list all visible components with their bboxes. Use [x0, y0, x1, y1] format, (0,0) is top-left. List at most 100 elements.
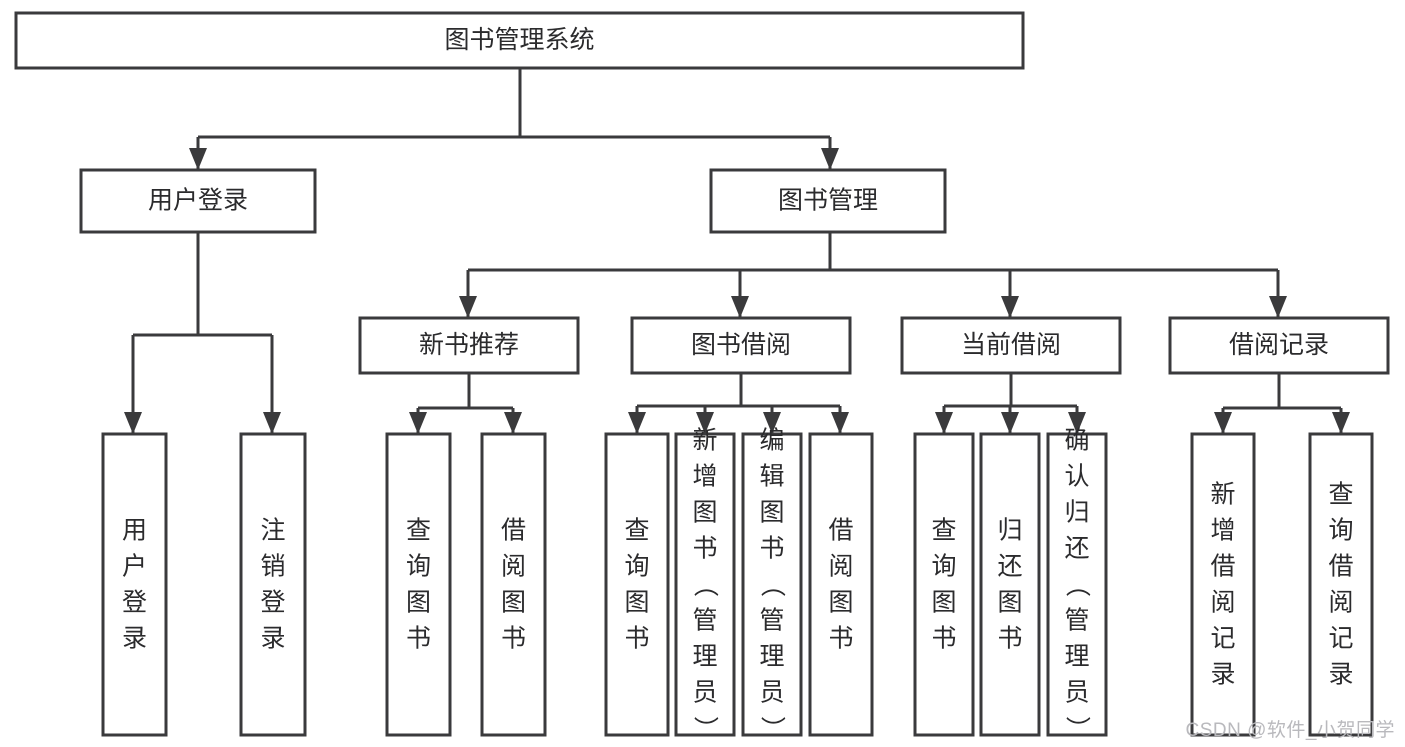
svg-text:询: 询: [406, 553, 431, 581]
node-book-borrow[interactable]: 图书借阅: [630, 316, 852, 375]
svg-text:）: ）: [758, 716, 786, 741]
svg-text:书: 书: [501, 625, 526, 653]
svg-text:询: 询: [1328, 517, 1353, 545]
svg-text:辑: 辑: [759, 463, 784, 491]
edge-book-borrow-to-leaves: [628, 373, 849, 434]
svg-text:员: 员: [1064, 679, 1089, 707]
svg-text:管: 管: [759, 607, 784, 635]
svg-text:登: 登: [122, 589, 147, 617]
svg-text:书: 书: [828, 625, 853, 653]
svg-text:管: 管: [692, 607, 717, 635]
svg-text:录: 录: [122, 625, 147, 653]
node-leaf-user-login[interactable]: 用户登录: [101, 432, 168, 737]
node-label: 用户登录: [122, 517, 147, 653]
connector-layer: [124, 68, 1350, 434]
node-label: 图书管理系统: [444, 26, 594, 54]
svg-text:（: （: [1063, 572, 1091, 597]
svg-text:记: 记: [1210, 625, 1235, 653]
svg-text:书: 书: [759, 535, 784, 563]
svg-text:录: 录: [260, 625, 285, 653]
svg-text:增: 增: [1210, 517, 1235, 545]
svg-text:图: 图: [997, 589, 1022, 617]
svg-text:归: 归: [997, 517, 1022, 545]
svg-text:用: 用: [122, 517, 147, 545]
node-user-login[interactable]: 用户登录: [79, 168, 317, 234]
svg-text:图: 图: [828, 589, 853, 617]
edge-book-management-to-level3: [459, 232, 1287, 318]
svg-text:查: 查: [624, 517, 649, 545]
node-new-book-recommend[interactable]: 新书推荐: [358, 316, 580, 375]
svg-text:书: 书: [997, 625, 1022, 653]
node-borrow-record[interactable]: 借阅记录: [1168, 316, 1390, 375]
svg-text:员: 员: [759, 679, 784, 707]
svg-text:借: 借: [828, 517, 853, 545]
svg-text:归: 归: [1064, 499, 1089, 527]
svg-text:阅: 阅: [828, 553, 853, 581]
svg-text:书: 书: [692, 535, 717, 563]
svg-text:增: 增: [692, 463, 717, 491]
svg-text:图: 图: [501, 589, 526, 617]
svg-text:注: 注: [260, 517, 285, 545]
svg-text:理: 理: [692, 643, 717, 671]
svg-text:新: 新: [1210, 481, 1235, 509]
node-label: 图书管理: [778, 187, 878, 215]
svg-text:图: 图: [931, 589, 956, 617]
svg-text:户: 户: [122, 553, 147, 581]
node-label: 当前借阅: [961, 331, 1061, 359]
svg-text:借: 借: [501, 517, 526, 545]
node-root-system[interactable]: 图书管理系统: [14, 11, 1025, 70]
svg-text:阅: 阅: [1210, 589, 1235, 617]
svg-text:新: 新: [692, 427, 717, 455]
svg-text:）: ）: [691, 716, 719, 741]
edge-new-book-recommend-to-leaves: [409, 373, 522, 434]
svg-text:查: 查: [406, 517, 431, 545]
svg-text:书: 书: [624, 625, 649, 653]
svg-text:录: 录: [1210, 661, 1235, 689]
svg-text:记: 记: [1328, 625, 1353, 653]
svg-text:（: （: [691, 572, 719, 597]
svg-text:（: （: [758, 572, 786, 597]
svg-text:图: 图: [406, 589, 431, 617]
node-label: 用户登录: [148, 187, 248, 215]
node-label: 新书推荐: [419, 331, 519, 359]
svg-text:图: 图: [759, 499, 784, 527]
edge-current-borrow-to-leaves: [935, 373, 1086, 434]
edge-borrow-record-to-leaves: [1214, 373, 1350, 434]
node-book-management[interactable]: 图书管理: [709, 168, 947, 234]
node-label: 借阅记录: [1229, 331, 1329, 359]
node-label: 图书借阅: [691, 331, 791, 359]
svg-text:理: 理: [1064, 643, 1089, 671]
svg-text:）: ）: [1063, 716, 1091, 741]
svg-text:登: 登: [260, 589, 285, 617]
svg-text:借: 借: [1328, 553, 1353, 581]
svg-text:理: 理: [759, 643, 784, 671]
svg-text:询: 询: [931, 553, 956, 581]
edge-user-login-to-leaves: [124, 232, 281, 434]
svg-text:书: 书: [406, 625, 431, 653]
edge-root-to-level2: [189, 68, 839, 170]
svg-text:录: 录: [1328, 661, 1353, 689]
node-current-borrow[interactable]: 当前借阅: [900, 316, 1122, 375]
